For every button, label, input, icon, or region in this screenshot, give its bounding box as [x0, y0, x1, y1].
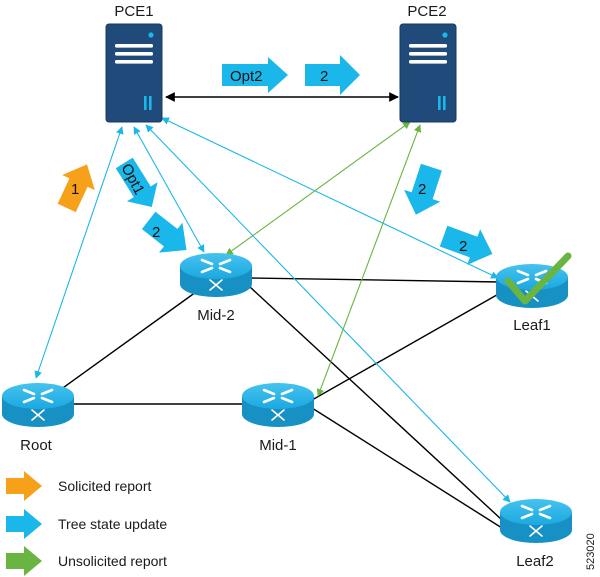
- legend-solicited: Solicited report: [6, 471, 151, 501]
- leaf1-label: Leaf1: [513, 317, 551, 334]
- root-label: Root: [20, 437, 53, 454]
- pce1-server-icon[interactable]: [105, 23, 163, 123]
- root-router-icon[interactable]: [2, 383, 74, 427]
- leaf2-label: Leaf2: [516, 553, 554, 570]
- step1-label: 1: [71, 181, 79, 198]
- opt2-step-arrow: 2: [305, 55, 360, 95]
- legend-unsolicited-label: Unsolicited report: [58, 553, 167, 569]
- pce2-update-arrow: [404, 163, 442, 215]
- legend-tree-update-label: Tree state update: [58, 516, 167, 532]
- mid1-label: Mid-1: [259, 437, 297, 454]
- opt1-step-arrow: [141, 211, 187, 253]
- legend-solicited-label: Solicited report: [58, 478, 151, 494]
- leaf2-router-icon[interactable]: [500, 499, 572, 543]
- session-pce1-root: [34, 126, 124, 379]
- opt1-step-label: 2: [152, 224, 160, 241]
- checkmark-icon: [504, 252, 572, 305]
- session-pce2-mid1: [316, 124, 422, 397]
- link-root-mid2: [59, 291, 197, 391]
- mid2-router-icon[interactable]: [180, 253, 252, 297]
- link-mid2-leaf1: [251, 277, 501, 283]
- leaf1-step-label: 2: [459, 238, 467, 255]
- opt2-arrow-label: Opt2: [230, 68, 263, 85]
- pce2-step-label: 2: [418, 181, 426, 198]
- pce2-server-icon[interactable]: [399, 23, 457, 123]
- pce2-sessions: [225, 121, 422, 397]
- mid2-label: Mid-2: [197, 307, 235, 324]
- legend-tree-update: Tree state update: [6, 509, 167, 539]
- legend: Solicited report Tree state update Unsol…: [6, 471, 167, 576]
- leaf1-update-arrow: [439, 225, 493, 265]
- pce1-label: PCE1: [114, 3, 153, 20]
- link-mid1-leaf1: [311, 291, 503, 401]
- mid1-router-icon[interactable]: [242, 383, 314, 427]
- solicited-report-arrow: [57, 164, 95, 213]
- opt2-step-label: 2: [320, 68, 328, 85]
- link-mid1-leaf2: [311, 407, 503, 529]
- pce2-label: PCE2: [407, 3, 446, 20]
- opt1-arrow: [115, 157, 158, 208]
- session-pce2-mid2: [225, 121, 411, 256]
- opt2-arrow: Opt2: [222, 57, 288, 93]
- figure-id: 523020: [585, 533, 597, 570]
- legend-unsolicited: Unsolicited report: [6, 546, 167, 576]
